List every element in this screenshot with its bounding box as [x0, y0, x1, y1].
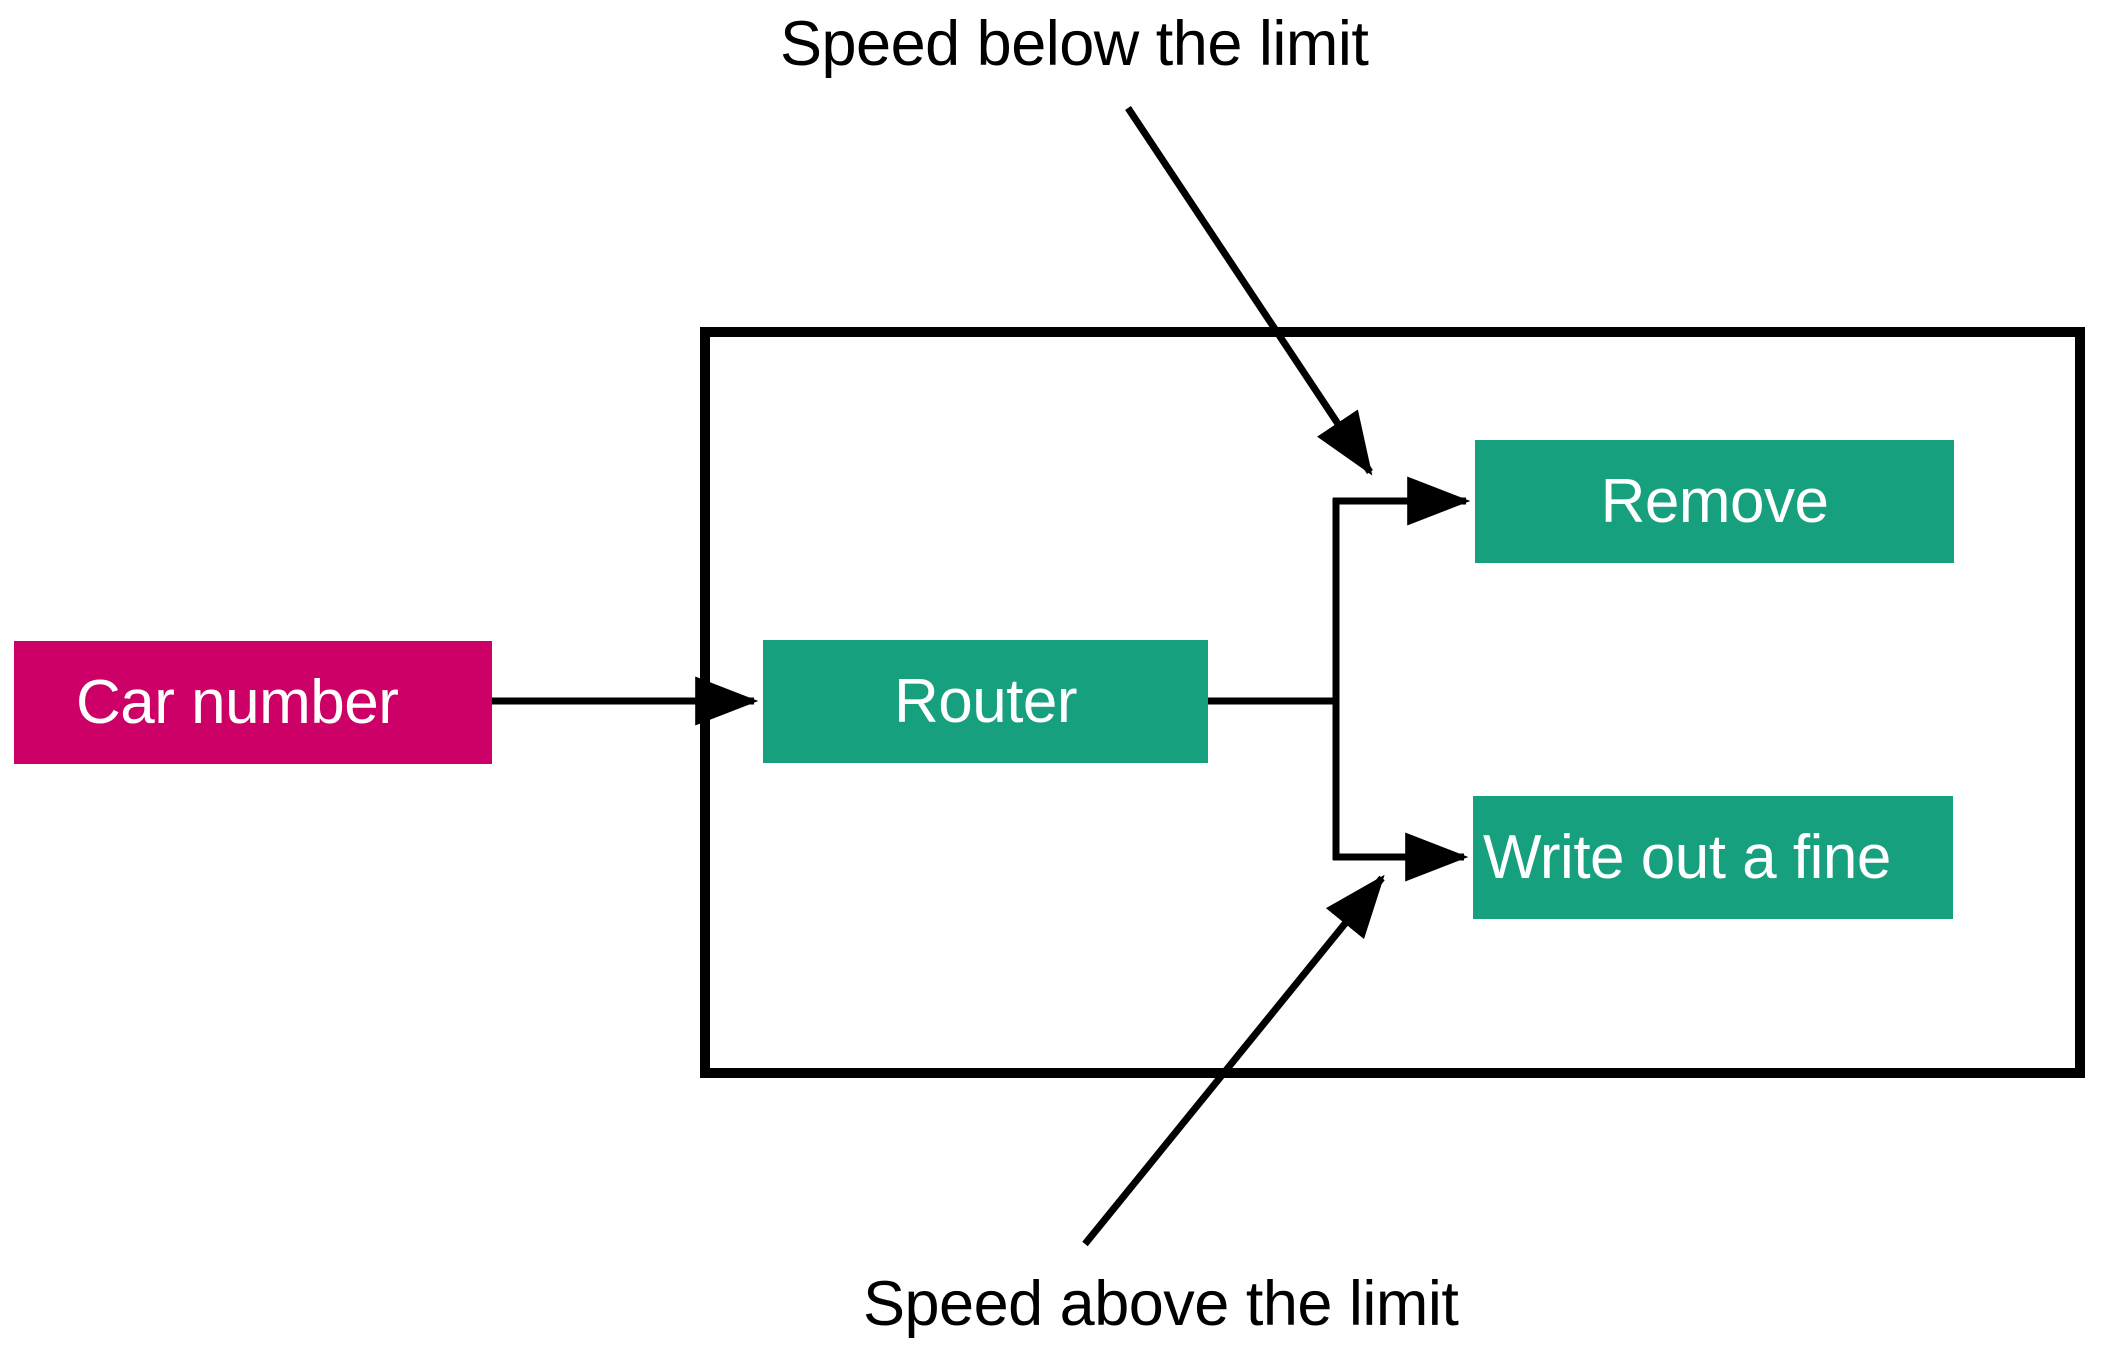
node-car-number[interactable]: Car number — [14, 641, 492, 764]
node-remove-label: Remove — [1600, 467, 1829, 536]
node-router[interactable]: Router — [763, 640, 1208, 763]
annotation-leader-speed-below — [1125, 106, 1373, 476]
annotation-leader-speed-above — [1082, 874, 1385, 1247]
node-car-number-label: Car number — [76, 668, 399, 737]
node-write-out-a-fine-label: Write out a fine — [1483, 823, 1891, 892]
annotation-speed-above-the-limit: Speed above the limit — [863, 1269, 1459, 1339]
node-write-out-a-fine[interactable]: Write out a fine — [1473, 796, 1953, 919]
node-remove[interactable]: Remove — [1475, 440, 1954, 563]
annotation-speed-below-the-limit: Speed below the limit — [780, 9, 1369, 79]
node-router-label: Router — [893, 667, 1078, 736]
